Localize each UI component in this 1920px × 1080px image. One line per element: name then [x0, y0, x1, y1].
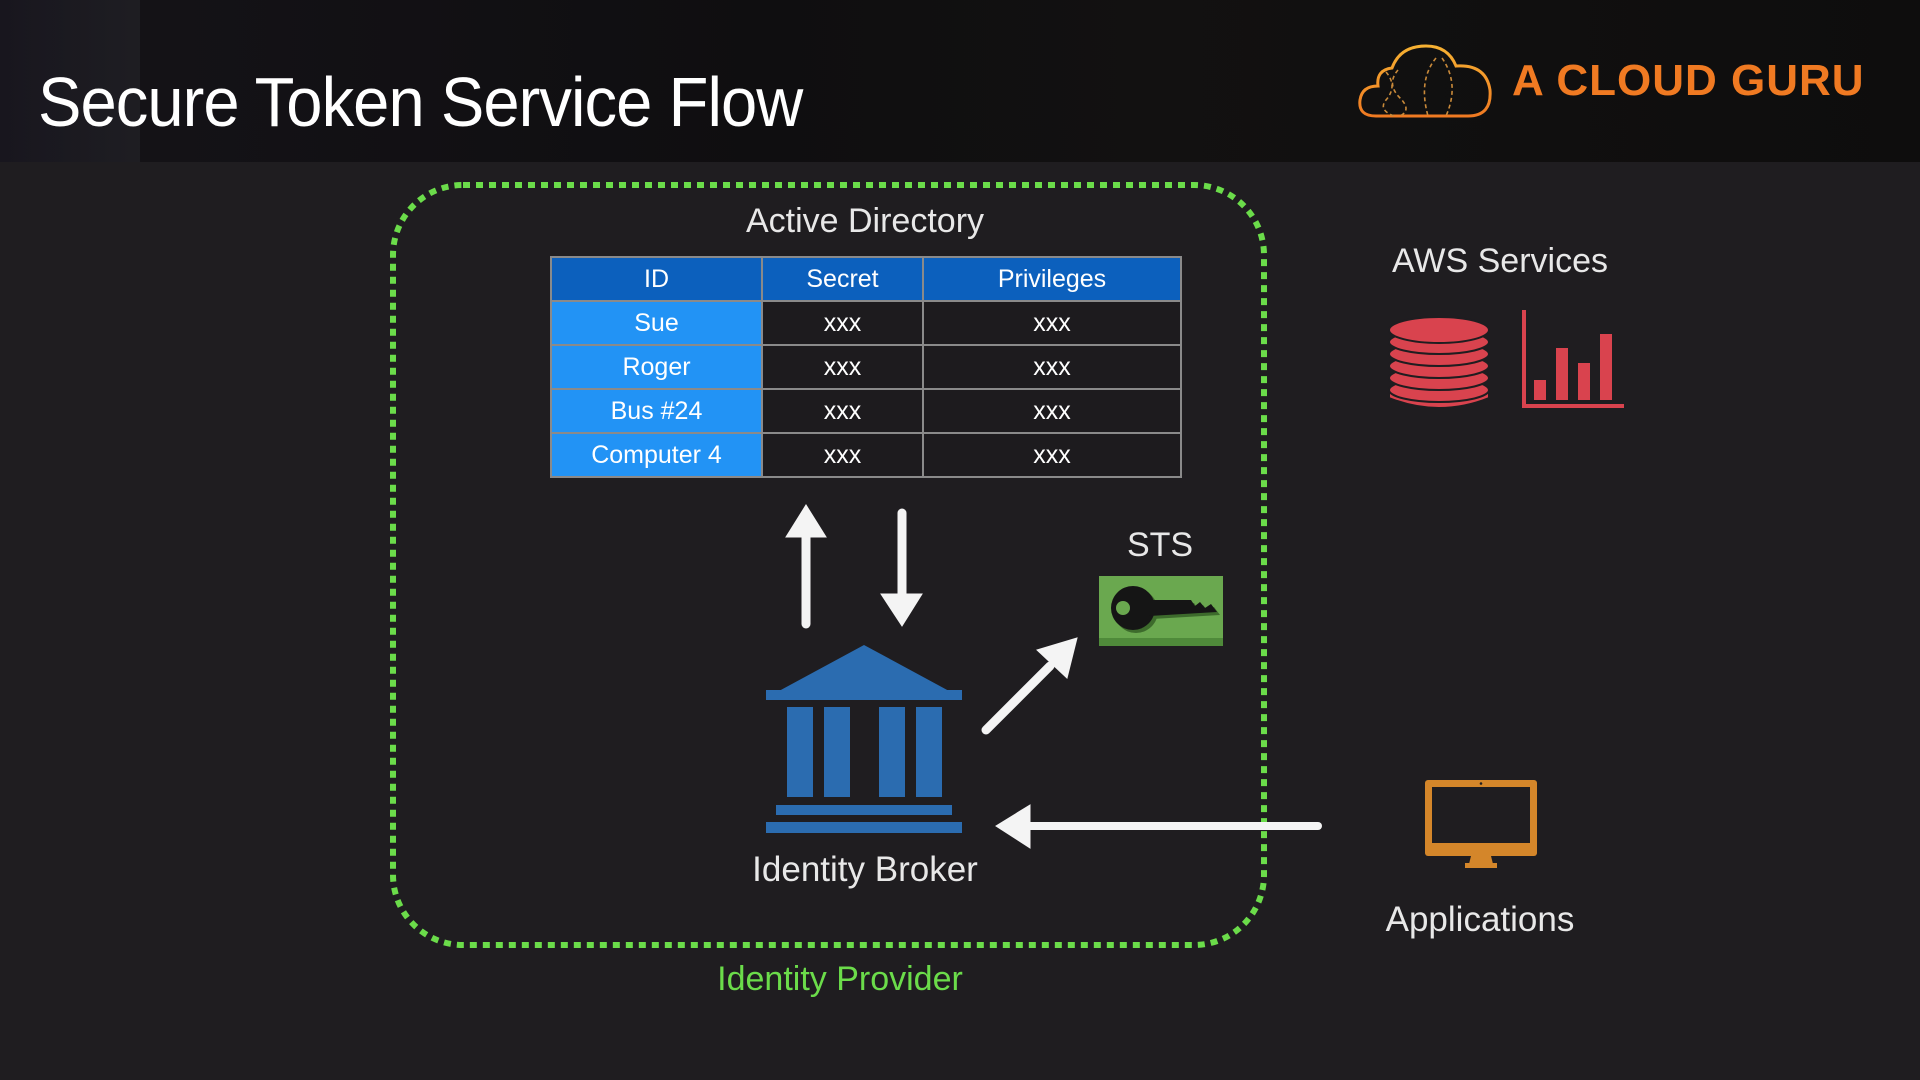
- cell-privileges: xxx: [922, 388, 1182, 434]
- active-directory-title: Active Directory: [745, 202, 985, 240]
- slide-title: Secure Token Service Flow: [38, 63, 803, 141]
- identity-provider-label: Identity Provider: [717, 960, 963, 998]
- column-header-secret: Secret: [761, 256, 924, 302]
- column-header-id: ID: [550, 256, 763, 302]
- key-icon: [1099, 576, 1223, 646]
- cell-secret: xxx: [761, 432, 924, 478]
- cell-privileges: xxx: [922, 432, 1182, 478]
- cloud-logo-icon: [1358, 44, 1492, 118]
- video-background: [0, 0, 140, 162]
- arrow-directory-to-broker: [880, 508, 923, 627]
- identity-provider-boundary: [390, 182, 1267, 948]
- cell-secret: xxx: [761, 300, 924, 346]
- table-row: Bus #24 xxx xxx: [550, 388, 1182, 434]
- cell-id: Sue: [550, 300, 763, 346]
- table-row: Roger xxx xxx: [550, 344, 1182, 390]
- header-band: [0, 0, 1920, 162]
- sts-label: STS: [1126, 526, 1194, 564]
- cell-secret: xxx: [761, 388, 924, 434]
- column-header-privileges: Privileges: [922, 256, 1182, 302]
- arrow-applications-to-broker: [995, 804, 1322, 849]
- identity-broker-label: Identity Broker: [752, 850, 978, 889]
- table-header-row: ID Secret Privileges: [550, 256, 1182, 302]
- active-directory-table: ID Secret Privileges Sue xxx xxx Roger x…: [550, 256, 1182, 478]
- bank-building-icon: [766, 645, 962, 833]
- arrow-broker-to-sts: [981, 637, 1078, 735]
- table-row: Computer 4 xxx xxx: [550, 432, 1182, 478]
- cell-id: Computer 4: [550, 432, 763, 478]
- cell-privileges: xxx: [922, 344, 1182, 390]
- cell-id: Bus #24: [550, 388, 763, 434]
- bar-chart-icon: [1522, 310, 1624, 408]
- applications-label: Applications: [1385, 900, 1575, 939]
- table-row: Sue xxx xxx: [550, 300, 1182, 346]
- brand-name: A CLOUD GURU: [1512, 56, 1865, 105]
- monitor-icon: [1425, 780, 1537, 868]
- aws-services-title: AWS Services: [1391, 242, 1608, 280]
- database-icon: [1388, 316, 1490, 409]
- brand-logo: A CLOUD GURU: [1356, 40, 1920, 130]
- arrow-broker-to-directory: [785, 504, 827, 629]
- cell-id: Roger: [550, 344, 763, 390]
- cell-privileges: xxx: [922, 300, 1182, 346]
- cell-secret: xxx: [761, 344, 924, 390]
